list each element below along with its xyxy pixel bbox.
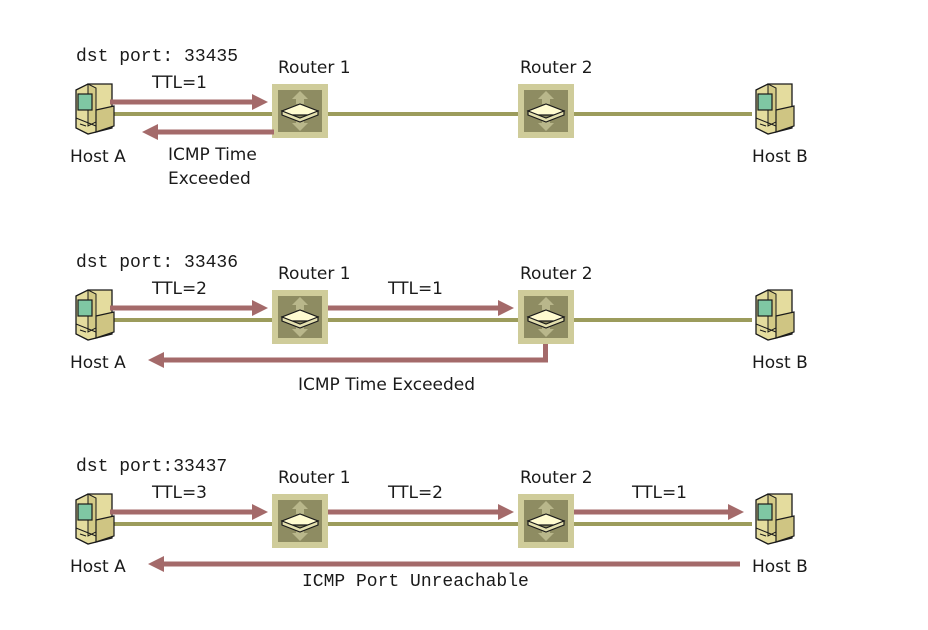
ttl-label-1: TTL=1 <box>151 73 207 93</box>
host-b-label: Host B <box>752 147 808 167</box>
arrow-shaft <box>110 99 254 105</box>
host-b-icon <box>755 493 795 545</box>
ttl-label-1: TTL=2 <box>151 279 207 299</box>
reply-arrow <box>142 124 274 140</box>
router-1-icon <box>271 493 329 549</box>
arrow-shaft <box>162 357 548 363</box>
arrow-shaft <box>162 561 740 567</box>
router-2-icon <box>517 83 575 139</box>
router-2-icon <box>517 493 575 549</box>
router-2-label: Router 2 <box>520 264 593 284</box>
router-2-label: Router 2 <box>520 468 593 488</box>
ttl-label-1: TTL=3 <box>151 483 207 503</box>
ttl-arrow-3 <box>574 504 744 520</box>
arrow-shaft <box>110 305 254 311</box>
network-link <box>112 318 752 322</box>
host-b-label: Host B <box>752 557 808 577</box>
arrow-head <box>148 352 164 368</box>
host-a-icon <box>75 289 115 341</box>
reply-drop <box>543 344 548 362</box>
network-link <box>112 522 752 526</box>
reply-arrow <box>148 556 740 572</box>
arrow-head <box>498 504 514 520</box>
router-1-label: Router 1 <box>278 468 351 488</box>
ttl-label-2: TTL=1 <box>387 279 443 299</box>
arrow-head <box>252 504 268 520</box>
arrow-shaft <box>156 129 274 135</box>
reply-label-line-1: ICMP Port Unreachable <box>302 572 529 592</box>
reply-label-line-2: Exceeded <box>168 169 251 189</box>
dst-port-label: dst port: 33436 <box>76 253 238 273</box>
dst-port-label: dst port: 33435 <box>76 47 238 67</box>
router-1-icon <box>271 289 329 345</box>
host-a-label: Host A <box>70 147 126 167</box>
arrow-head <box>498 300 514 316</box>
router-2-label: Router 2 <box>520 58 593 78</box>
host-b-icon <box>755 83 795 135</box>
ttl-arrow-2 <box>328 504 514 520</box>
ttl-label-2: TTL=2 <box>387 483 443 503</box>
host-a-label: Host A <box>70 353 126 373</box>
host-b-icon <box>755 289 795 341</box>
ttl-arrow-1 <box>110 300 268 316</box>
reply-label-line-1: ICMP Time <box>168 145 257 165</box>
router-1-label: Router 1 <box>278 58 351 78</box>
router-1-icon <box>271 83 329 139</box>
reply-label-line-1: ICMP Time Exceeded <box>298 375 475 395</box>
arrow-shaft <box>110 509 254 515</box>
arrow-shaft <box>328 305 500 311</box>
arrow-head <box>252 300 268 316</box>
arrow-head <box>728 504 744 520</box>
router-2-icon <box>517 289 575 345</box>
arrow-shaft <box>574 509 730 515</box>
host-a-icon <box>75 83 115 135</box>
dst-port-label: dst port:33437 <box>76 457 227 477</box>
ttl-arrow-1 <box>110 94 268 110</box>
network-link <box>112 112 752 116</box>
router-1-label: Router 1 <box>278 264 351 284</box>
host-a-label: Host A <box>70 557 126 577</box>
arrow-shaft <box>328 509 500 515</box>
host-b-label: Host B <box>752 353 808 373</box>
ttl-arrow-2 <box>328 300 514 316</box>
ttl-label-3: TTL=1 <box>631 483 687 503</box>
reply-arrow <box>148 352 548 368</box>
arrow-head <box>148 556 164 572</box>
arrow-head <box>142 124 158 140</box>
host-a-icon <box>75 493 115 545</box>
ttl-arrow-1 <box>110 504 268 520</box>
arrow-head <box>252 94 268 110</box>
